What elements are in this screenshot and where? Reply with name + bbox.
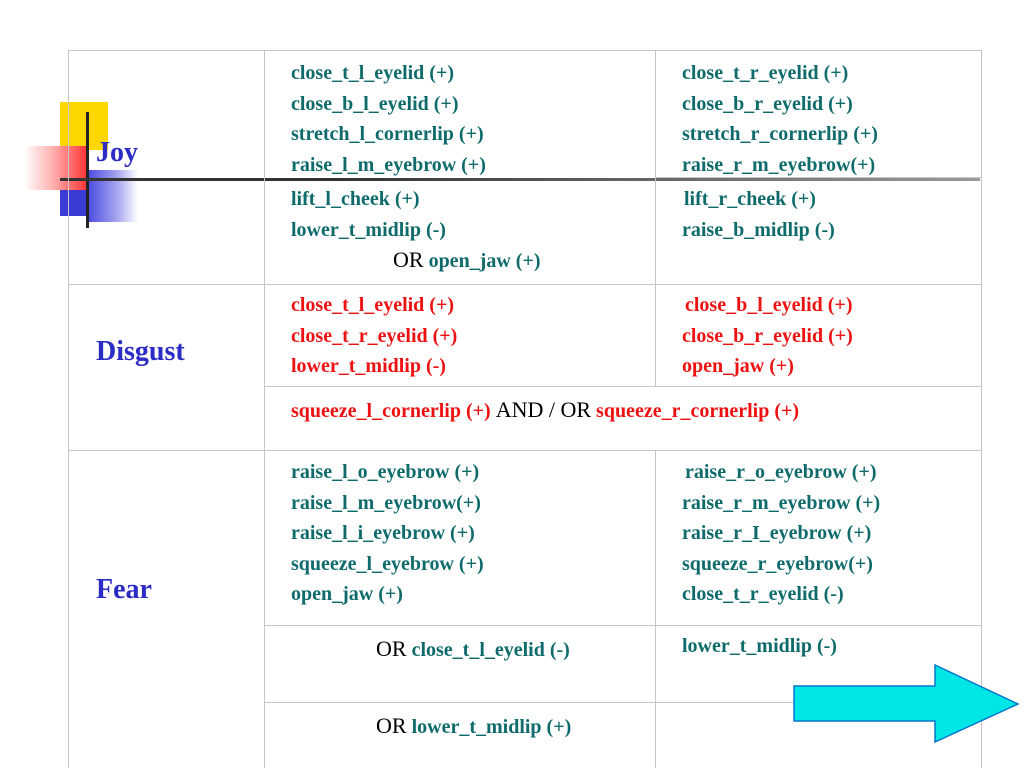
- action-item: stretch_r_cornerlip (+): [682, 123, 878, 145]
- action-item: lower_t_midlip (-): [291, 218, 446, 241]
- disgust-left-actions: close_t_l_eyelid (+) close_t_r_eyelid (+…: [291, 290, 457, 382]
- action-item: raise_r_m_eyebrow(+): [682, 153, 876, 176]
- table-column-divider-2b: [655, 284, 656, 386]
- action-item: squeeze_r_cornerlip (+): [596, 400, 800, 422]
- joy-or-clause: OR open_jaw (+): [393, 245, 541, 277]
- action-item: close_b_r_eyelid (+): [682, 324, 853, 347]
- joy-right-actions: close_t_r_eyelid (+) close_b_r_eyelid (+…: [682, 58, 878, 180]
- fear-row-divider-1: [264, 625, 982, 626]
- action-item: close_t_r_eyelid (+): [682, 62, 849, 84]
- action-item: open_jaw (+): [291, 583, 403, 605]
- action-item: raise_l_m_eyebrow (+): [291, 153, 486, 176]
- action-item: raise_l_o_eyebrow (+): [291, 461, 480, 483]
- action-item: close_b_l_eyelid (+): [685, 294, 853, 316]
- action-item: lower_t_midlip (-): [682, 635, 837, 657]
- and-or-connector: AND / OR: [495, 397, 592, 422]
- joy-left-actions: close_t_l_eyelid (+) close_b_l_eyelid (+…: [291, 58, 486, 180]
- fear-right-actions: raise_r_o_eyebrow (+) raise_r_m_eyebrow …: [682, 457, 880, 610]
- action-item: raise_r_m_eyebrow (+): [682, 491, 881, 514]
- slide-logo: [0, 0, 980, 240]
- joy-disgust-divider: [68, 284, 982, 285]
- action-item: squeeze_l_eyebrow (+): [291, 552, 484, 575]
- or-connector: OR: [376, 713, 407, 738]
- action-item: close_t_l_eyelid (+): [291, 294, 455, 316]
- fear-right-secondary: lower_t_midlip (-): [682, 631, 837, 662]
- action-item: raise_r_o_eyebrow (+): [685, 461, 877, 483]
- joy-right-secondary: lift_r_cheek (+) raise_b_midlip (-): [682, 184, 835, 245]
- logo-vertical-line: [86, 112, 89, 228]
- blue-square: [60, 190, 88, 216]
- disgust-right-actions: close_b_l_eyelid (+) close_b_r_eyelid (+…: [682, 290, 853, 382]
- table-border-left: [68, 50, 69, 768]
- emotion-label-joy: Joy: [96, 137, 138, 168]
- action-item: close_t_l_eyelid (-): [411, 639, 570, 661]
- action-item: lift_r_cheek (+): [684, 188, 816, 210]
- or-connector: OR: [393, 247, 424, 272]
- fear-row-divider-2: [264, 702, 982, 703]
- action-item: lower_t_midlip (+): [411, 716, 572, 738]
- fear-or-clause-1: OR close_t_l_eyelid (-): [376, 634, 570, 666]
- emotion-label-fear: Fear: [96, 574, 152, 605]
- disgust-row-divider: [264, 386, 982, 387]
- action-item: lift_l_cheek (+): [291, 188, 420, 210]
- action-item: stretch_l_cornerlip (+): [291, 123, 484, 145]
- action-item: close_t_r_eyelid (-): [682, 583, 844, 605]
- table-column-divider-1: [264, 50, 265, 768]
- action-item: raise_b_midlip (-): [682, 218, 835, 241]
- or-connector: OR: [376, 636, 407, 661]
- joy-left-secondary: lift_l_cheek (+) lower_t_midlip (-): [291, 184, 446, 245]
- table-border-top: [68, 50, 982, 51]
- action-item: squeeze_l_cornerlip (+): [291, 400, 491, 422]
- joy-row-divider: [655, 177, 982, 178]
- red-fade-square: [24, 146, 88, 190]
- action-item: close_b_r_eyelid (+): [682, 92, 853, 115]
- action-item: open_jaw (+): [682, 355, 794, 377]
- action-item: lower_t_midlip (-): [291, 355, 446, 377]
- action-item: open_jaw (+): [428, 250, 541, 272]
- action-item: raise_r_I_eyebrow (+): [682, 522, 872, 544]
- emotion-label-disgust: Disgust: [96, 336, 185, 367]
- disgust-fear-divider: [68, 450, 982, 451]
- fear-or-clause-2: OR lower_t_midlip (+): [376, 711, 571, 743]
- action-item: close_t_r_eyelid (+): [291, 324, 458, 347]
- fear-left-actions: raise_l_o_eyebrow (+) raise_l_m_eyebrow(…: [291, 457, 484, 610]
- disgust-cornerlip-clause: squeeze_l_cornerlip (+) AND / OR squeeze…: [291, 395, 799, 427]
- logo-horizontal-line: [60, 178, 980, 181]
- table-column-divider-2a: [655, 50, 656, 284]
- action-item: close_t_l_eyelid (+): [291, 62, 455, 84]
- action-item: raise_l_i_eyebrow (+): [291, 522, 475, 544]
- arrow-right-icon[interactable]: [792, 664, 1022, 744]
- action-item: close_b_l_eyelid (+): [291, 92, 459, 115]
- action-item: raise_l_m_eyebrow(+): [291, 491, 481, 514]
- table-column-divider-2c: [655, 450, 656, 768]
- table-border-right: [981, 50, 982, 768]
- action-item: squeeze_r_eyebrow(+): [682, 552, 873, 575]
